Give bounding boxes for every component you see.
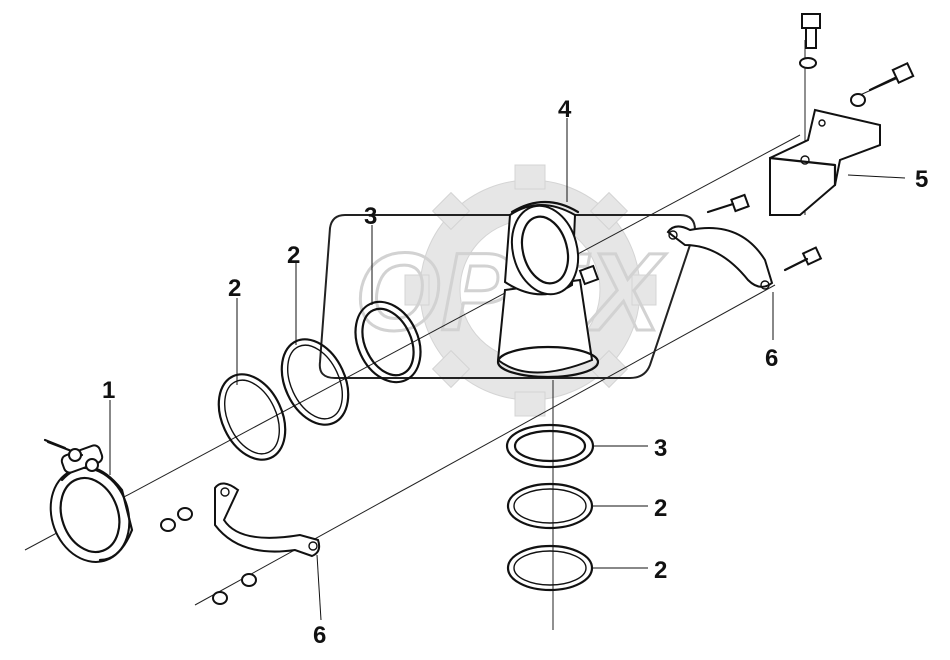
callout-seal-ring-c: 2 bbox=[654, 495, 667, 522]
callout-o-ring-a: 3 bbox=[364, 203, 377, 230]
callout-clamp-half-a: 6 bbox=[765, 345, 778, 372]
leader-lines bbox=[109, 118, 906, 621]
o-ring-vertical bbox=[505, 423, 595, 469]
callout-clamp: 1 bbox=[102, 377, 115, 404]
assembly-frame bbox=[318, 214, 697, 379]
callout-clamp-half-b: 6 bbox=[313, 622, 326, 649]
callout-bracket: 5 bbox=[915, 166, 928, 193]
callout-o-ring-b: 3 bbox=[654, 435, 667, 462]
callout-seal-ring-a: 2 bbox=[228, 275, 241, 302]
clamp-half-lower bbox=[214, 482, 321, 558]
nuts bbox=[160, 57, 866, 605]
v-band-clamp bbox=[46, 440, 134, 563]
callout-seal-ring-d: 2 bbox=[654, 557, 667, 584]
callout-elbow-pipe: 4 bbox=[558, 96, 572, 123]
bracket bbox=[768, 108, 881, 216]
seal-rings-diagonal bbox=[217, 338, 350, 461]
callouts: 1 2 2 2 2 3 3 4 5 6 6 bbox=[102, 96, 928, 649]
callout-seal-ring-b: 2 bbox=[287, 242, 300, 269]
clamp-half-upper bbox=[666, 225, 774, 290]
seal-rings-vertical bbox=[506, 482, 594, 592]
o-ring-diagonal bbox=[354, 300, 422, 384]
bolts bbox=[43, 13, 915, 450]
elbow-pipe bbox=[496, 201, 600, 379]
